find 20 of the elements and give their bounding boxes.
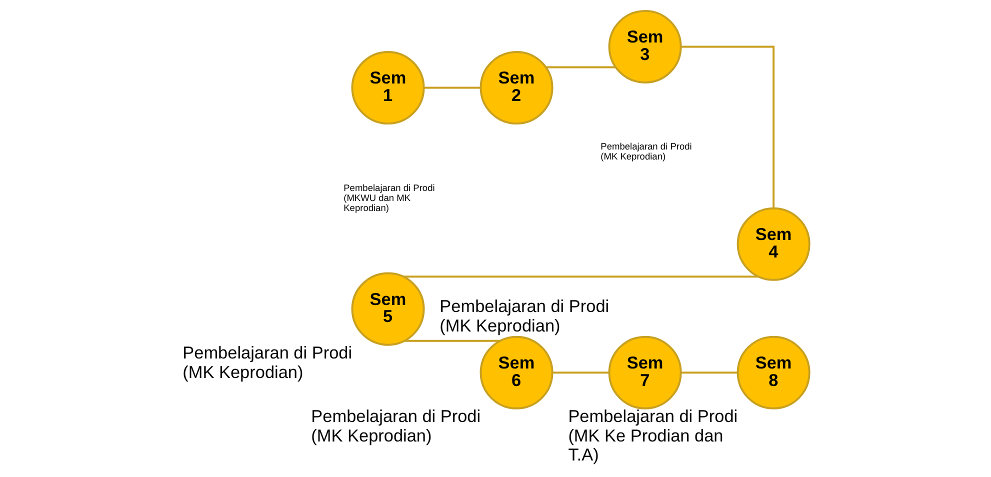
node-label: Pembelajaran di Prodi (MK Keprodian) bbox=[182, 342, 352, 382]
node-circle: Sem 8 bbox=[736, 336, 810, 410]
node-circle: Sem 4 bbox=[736, 207, 810, 281]
node-circle: Sem 7 bbox=[608, 336, 682, 410]
node-label: Pembelajaran di Prodi (MK Keprodian) bbox=[439, 296, 609, 336]
node-circle: Sem 1 bbox=[350, 51, 424, 125]
connector bbox=[402, 276, 758, 278]
connector bbox=[546, 66, 616, 68]
connector bbox=[680, 372, 738, 374]
node-circle: Sem 3 bbox=[608, 10, 682, 84]
label: Pembelajaran di Prodi (MK Keprodian) bbox=[600, 142, 692, 162]
node-label: Pembelajaran di Prodi (MK Keprodian) bbox=[310, 406, 480, 446]
connector bbox=[423, 86, 480, 89]
connector bbox=[552, 372, 609, 374]
label: Pembelajaran di Prodi (MKWU dan MK Keprodian) bbox=[343, 182, 434, 213]
node-circle: Sem 2 bbox=[479, 51, 553, 125]
node-circle: Sem 5 bbox=[350, 272, 424, 346]
connector bbox=[404, 340, 500, 342]
connector bbox=[680, 46, 774, 208]
node-circle: Sem 6 bbox=[479, 336, 553, 410]
